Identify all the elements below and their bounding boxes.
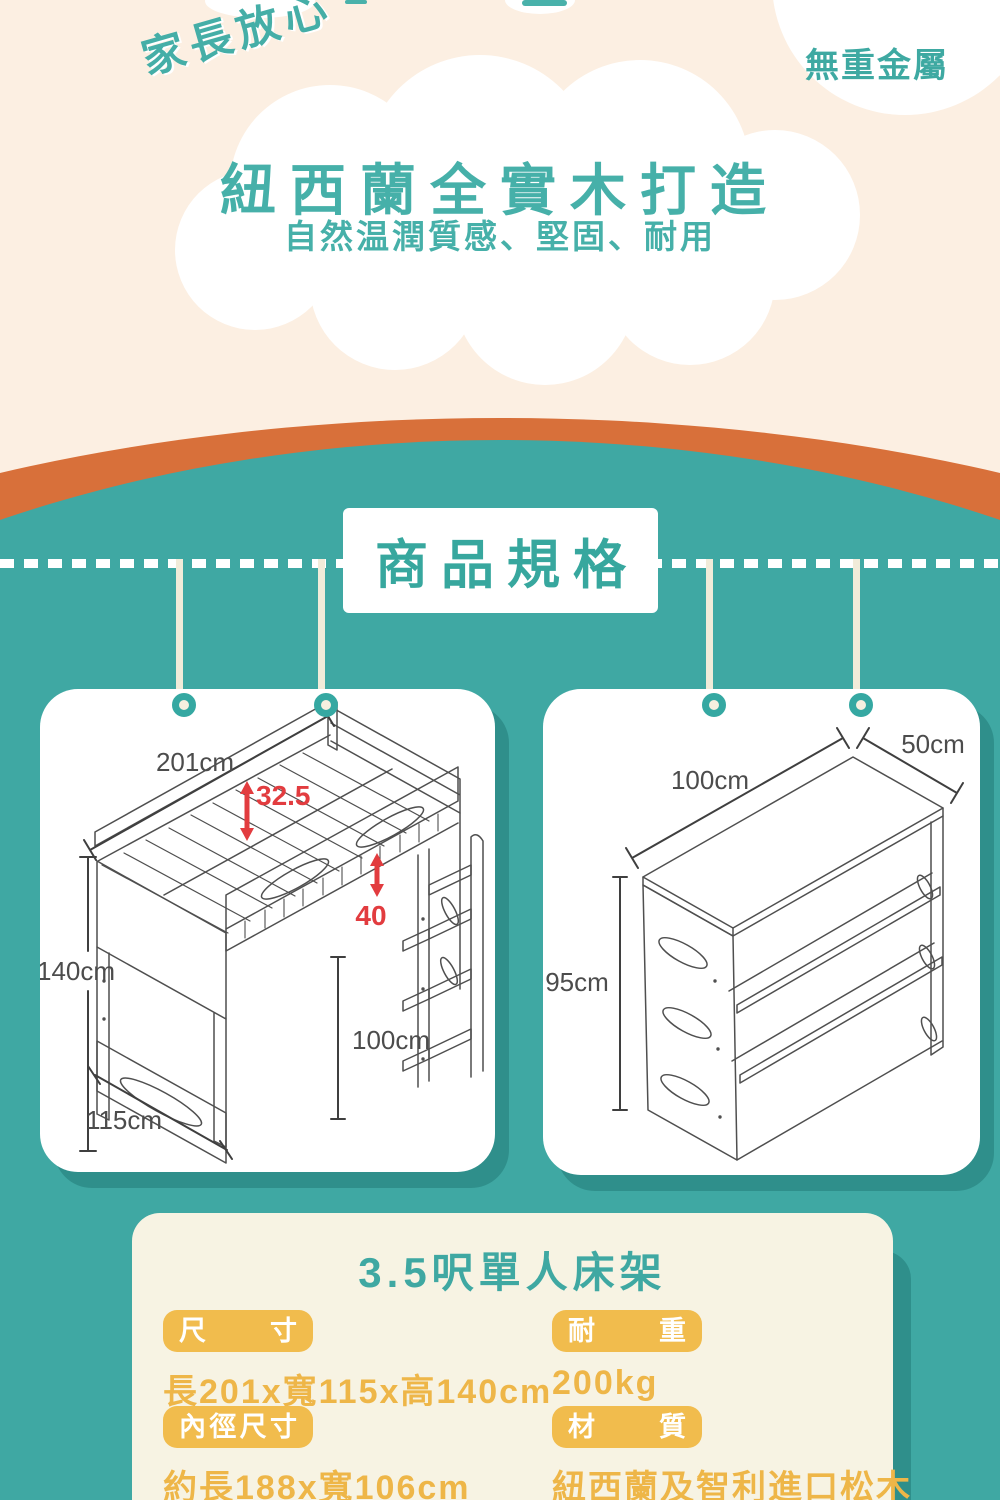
hero-subtitle: 自然温潤質感、堅固、耐用 [284,218,716,255]
spec-item-load: 耐重 200kg [552,1310,912,1403]
shelf-line-drawing: 100cm 50cm 95cm [545,727,965,1161]
spec-item-material: 材質 紐西蘭及智利進口松木 [552,1406,912,1500]
cropped-graphic-fragment [522,0,567,6]
string-ring [702,693,726,717]
bed-guard-height-label: 40 [355,900,386,931]
bed-height-label: 140cm [40,956,115,986]
spec-item-dimensions: 尺寸 長201x寬115x高140cm [163,1310,553,1413]
bed-line-drawing: 201cm 32.5 40 140cm 100cm 115cm [40,696,484,1164]
hanging-string [706,559,713,700]
cloud-shape [250,150,790,300]
no-heavy-metal-badge: 無重金屬 [805,47,949,85]
spec-panel: 3.5呎單人床架 尺寸 長201x寬115x高140cm 耐重 200kg 內徑… [132,1213,910,1500]
shelf-dimension-card: 100cm 50cm 95cm [543,689,980,1175]
shelf-height-label: 95cm [545,967,609,997]
bed-dimension-card: 201cm 32.5 40 140cm 100cm 115cm [40,689,495,1172]
spec-label-pill: 尺寸 [163,1310,313,1352]
spec-label-pill: 耐重 [552,1310,702,1352]
product-title: 3.5呎單人床架 [358,1249,667,1296]
hanging-string [853,559,860,700]
section-heading-box: 商品規格 [343,508,658,613]
section-heading: 商品規格 [375,535,639,595]
cloud-shape [205,0,315,18]
bed-width-label: 115cm [86,1105,162,1135]
bed-slat-spacing-label: 32.5 [256,780,311,811]
string-ring [314,693,338,717]
spec-label-pill: 材質 [552,1406,702,1448]
string-ring [849,693,873,717]
spec-label-pill: 內徑尺寸 [163,1406,313,1448]
shelf-depth-label: 50cm [901,729,965,759]
bed-length-label: 201cm [156,747,234,777]
hanging-string [318,559,325,700]
hero-title: 紐西蘭全實木打造 [220,159,780,222]
bed-clearance-label: 100cm [352,1025,430,1055]
cropped-graphic-fragment [345,0,367,4]
spec-value: 紐西蘭及智利進口松木 [552,1469,912,1500]
spec-value: 約長188x寬106cm [163,1469,471,1500]
spec-item-inner-dimensions: 內徑尺寸 約長188x寬106cm [163,1406,523,1500]
spec-value: 200kg [552,1364,659,1402]
parents-assurance-stamp: 家長放心 [136,0,339,84]
string-ring [172,693,196,717]
spec-value: 長201x寬115x高140cm [163,1373,553,1411]
shelf-width-label: 100cm [671,765,749,795]
hanging-string [176,559,183,700]
